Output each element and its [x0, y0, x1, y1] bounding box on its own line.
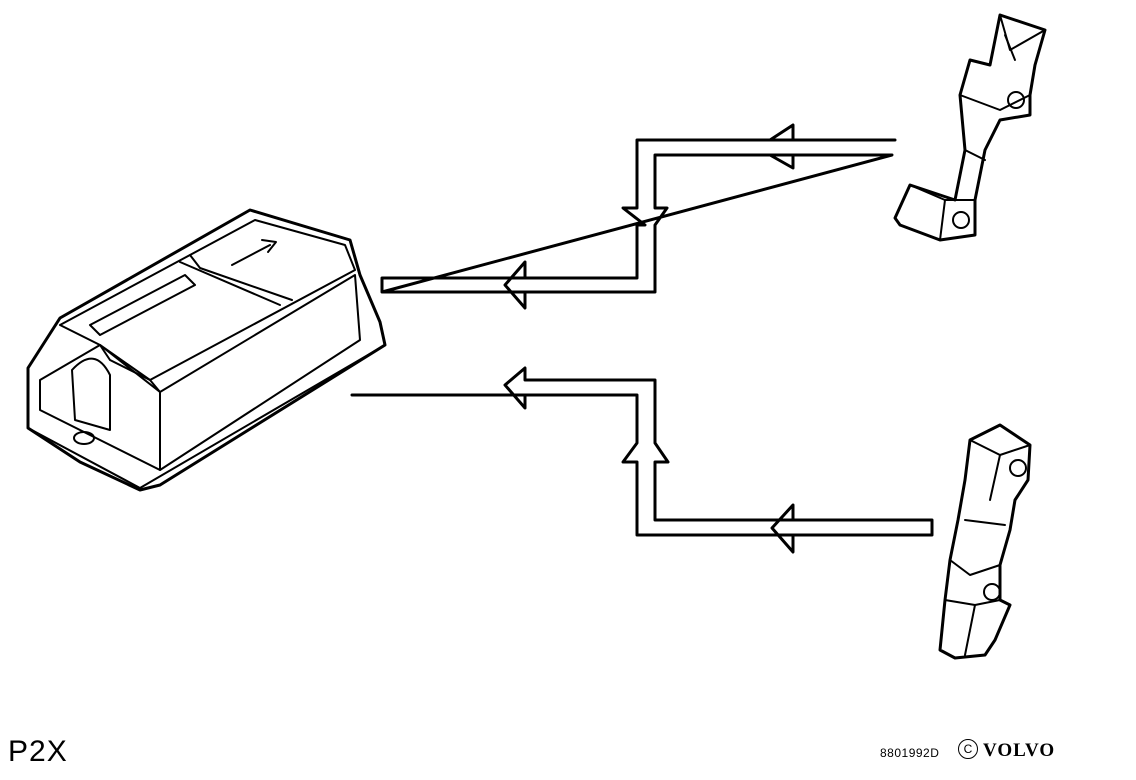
control-module	[26, 208, 387, 492]
brand-logo: VOLVO	[983, 740, 1056, 761]
copyright-icon: C	[958, 739, 978, 759]
sensor-lower	[938, 423, 1032, 660]
document-reference: 8801992D	[880, 746, 940, 760]
signal-path-upper	[380, 123, 897, 310]
model-label: P2X	[8, 735, 68, 768]
signal-path-lower	[350, 366, 934, 554]
sensor-upper	[893, 13, 1047, 242]
